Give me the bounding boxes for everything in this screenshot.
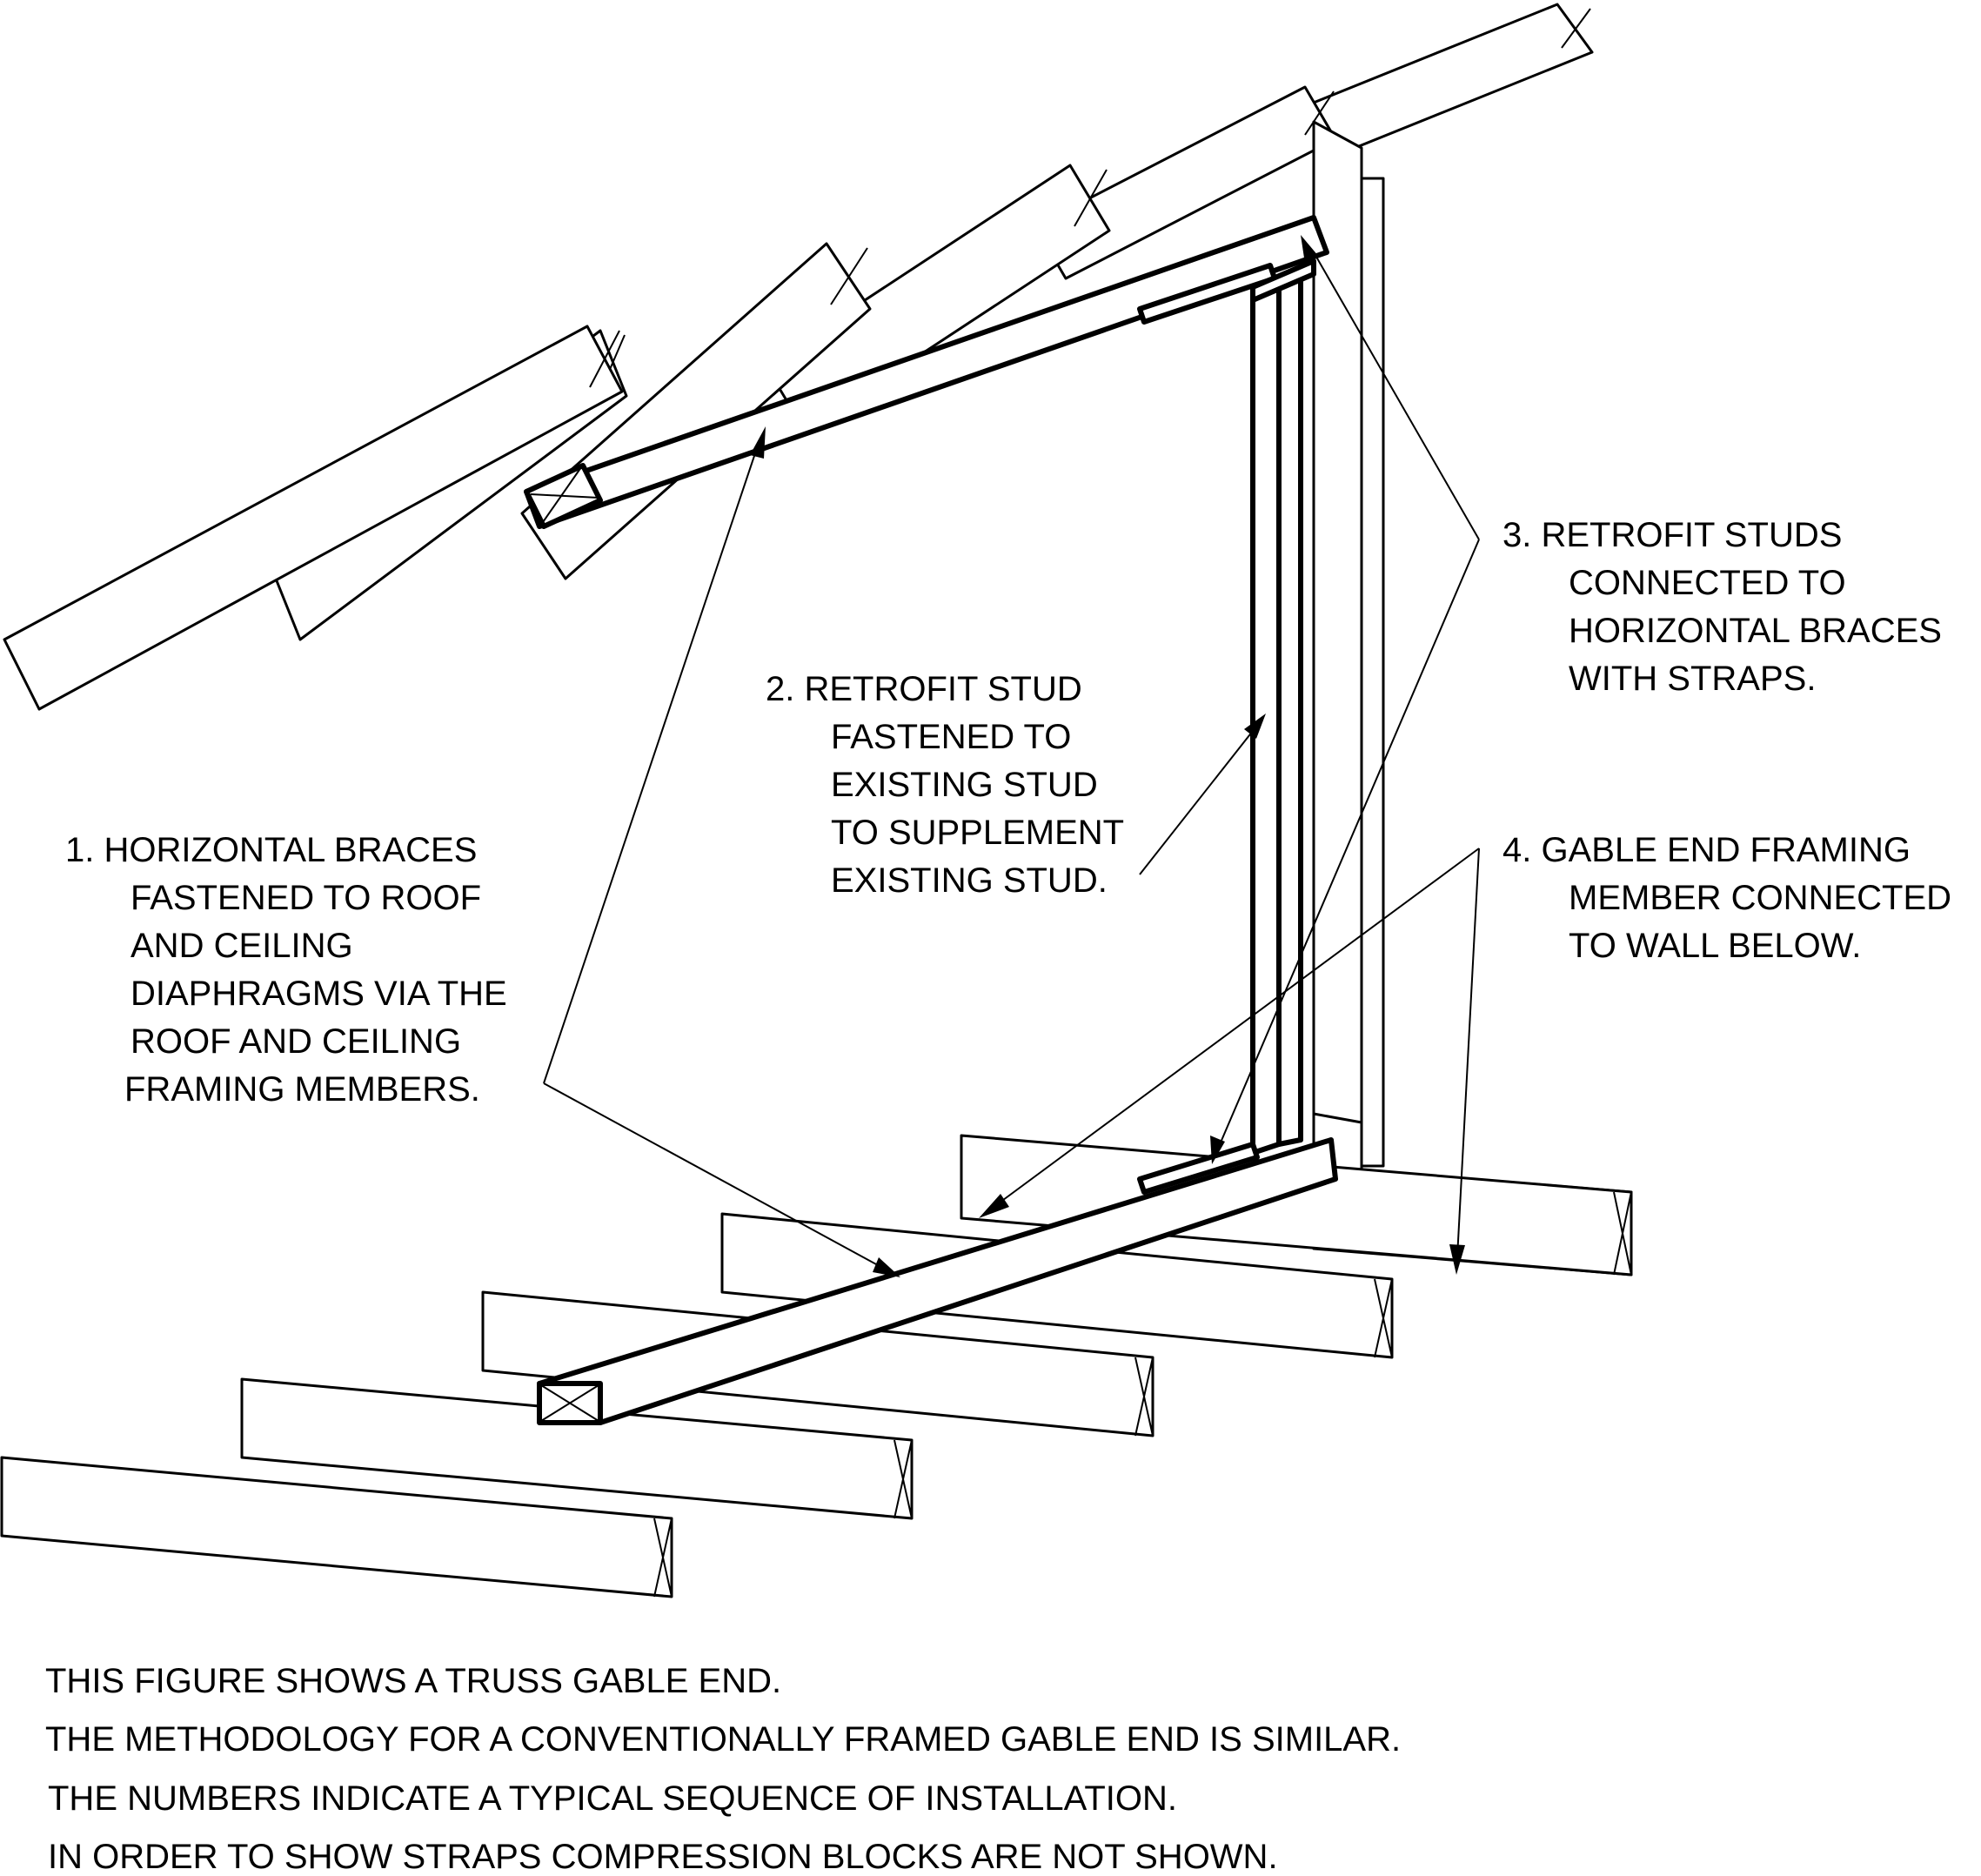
- callout-1-line-2: FASTENED TO ROOF: [131, 879, 481, 917]
- retrofit-stud-b: [1276, 271, 1303, 1147]
- lower-horizontal-brace: [537, 1137, 1338, 1425]
- leader-1-roof: [543, 447, 758, 1084]
- callout-1-line-3: AND CEILING: [131, 927, 353, 965]
- callout-3-line-2: CONNECTED TO: [1569, 564, 1846, 602]
- leader-lines: [543, 235, 1480, 1277]
- figure-notes: THIS FIGURE SHOWS A TRUSS GABLE END. THE…: [45, 1662, 1401, 1876]
- callout-2-line-5: EXISTING STUD.: [831, 861, 1108, 900]
- callout-1-line-4: DIAPHRAGMS VIA THE: [131, 975, 507, 1013]
- arrowhead-3-bottom: [1210, 1136, 1225, 1164]
- note-line-2: THE METHODOLOGY FOR A CONVENTIONALLY FRA…: [45, 1720, 1401, 1759]
- callout-3-line-4: WITH STRAPS.: [1569, 660, 1816, 698]
- callout-4-line-3: TO WALL BELOW.: [1569, 927, 1861, 965]
- arrowhead-4-wall: [979, 1194, 1009, 1218]
- callout-2-line-1: 2. RETROFIT STUD: [766, 670, 1082, 708]
- callout-4-line-2: MEMBER CONNECTED: [1569, 879, 1951, 917]
- arrowhead-3-top: [1301, 235, 1319, 264]
- leader-4-plate: [1456, 848, 1480, 1258]
- note-line-1: THIS FIGURE SHOWS A TRUSS GABLE END.: [45, 1662, 781, 1700]
- arrowhead-1-ceiling: [873, 1257, 900, 1277]
- callout-2-line-3: EXISTING STUD: [831, 766, 1098, 804]
- retrofit-studs: [1250, 258, 1316, 1156]
- note-line-3: THE NUMBERS INDICATE A TYPICAL SEQUENCE …: [48, 1779, 1177, 1818]
- retrofit-stud-a: [1250, 276, 1282, 1156]
- callout-1: 1. HORIZONTAL BRACES FASTENED TO ROOF AN…: [65, 831, 507, 1109]
- callout-1-line-5: ROOF AND CEILING: [131, 1022, 461, 1061]
- gable-end-top-chord: [1312, 120, 1363, 1185]
- leader-3-bottom: [1217, 539, 1480, 1149]
- leader-1-ceiling: [543, 1082, 888, 1271]
- callout-1-line-1: 1. HORIZONTAL BRACES: [65, 831, 477, 869]
- callout-2: 2. RETROFIT STUD FASTENED TO EXISTING ST…: [766, 670, 1124, 900]
- leader-2: [1139, 730, 1254, 875]
- callout-4-line-1: 4. GABLE END FRAMING: [1502, 831, 1911, 869]
- gable-end-wall: [1312, 120, 1633, 1276]
- arrowhead-1-roof: [750, 426, 766, 459]
- existing-stud: [1360, 177, 1385, 1168]
- arrowhead-2: [1244, 714, 1266, 739]
- stud-top-strap: [1250, 258, 1316, 303]
- callout-4: 4. GABLE END FRAMING MEMBER CONNECTED TO…: [1502, 831, 1951, 965]
- callout-3-line-3: HORIZONTAL BRACES: [1569, 612, 1942, 650]
- callout-2-line-4: TO SUPPLEMENT: [831, 814, 1124, 852]
- callout-1-line-6: FRAMING MEMBERS.: [124, 1070, 480, 1109]
- leader-4-wall: [995, 848, 1480, 1206]
- callout-2-line-2: FASTENED TO: [831, 718, 1071, 756]
- callout-3: 3. RETROFIT STUDS CONNECTED TO HORIZONTA…: [1502, 516, 1942, 698]
- leader-3-top: [1313, 251, 1480, 540]
- callout-3-line-1: 3. RETROFIT STUDS: [1502, 516, 1842, 554]
- note-line-4: IN ORDER TO SHOW STRAPS COMPRESSION BLOC…: [48, 1838, 1278, 1876]
- arrowhead-4-plate: [1449, 1244, 1465, 1275]
- ceiling-joists: [0, 1134, 1633, 1598]
